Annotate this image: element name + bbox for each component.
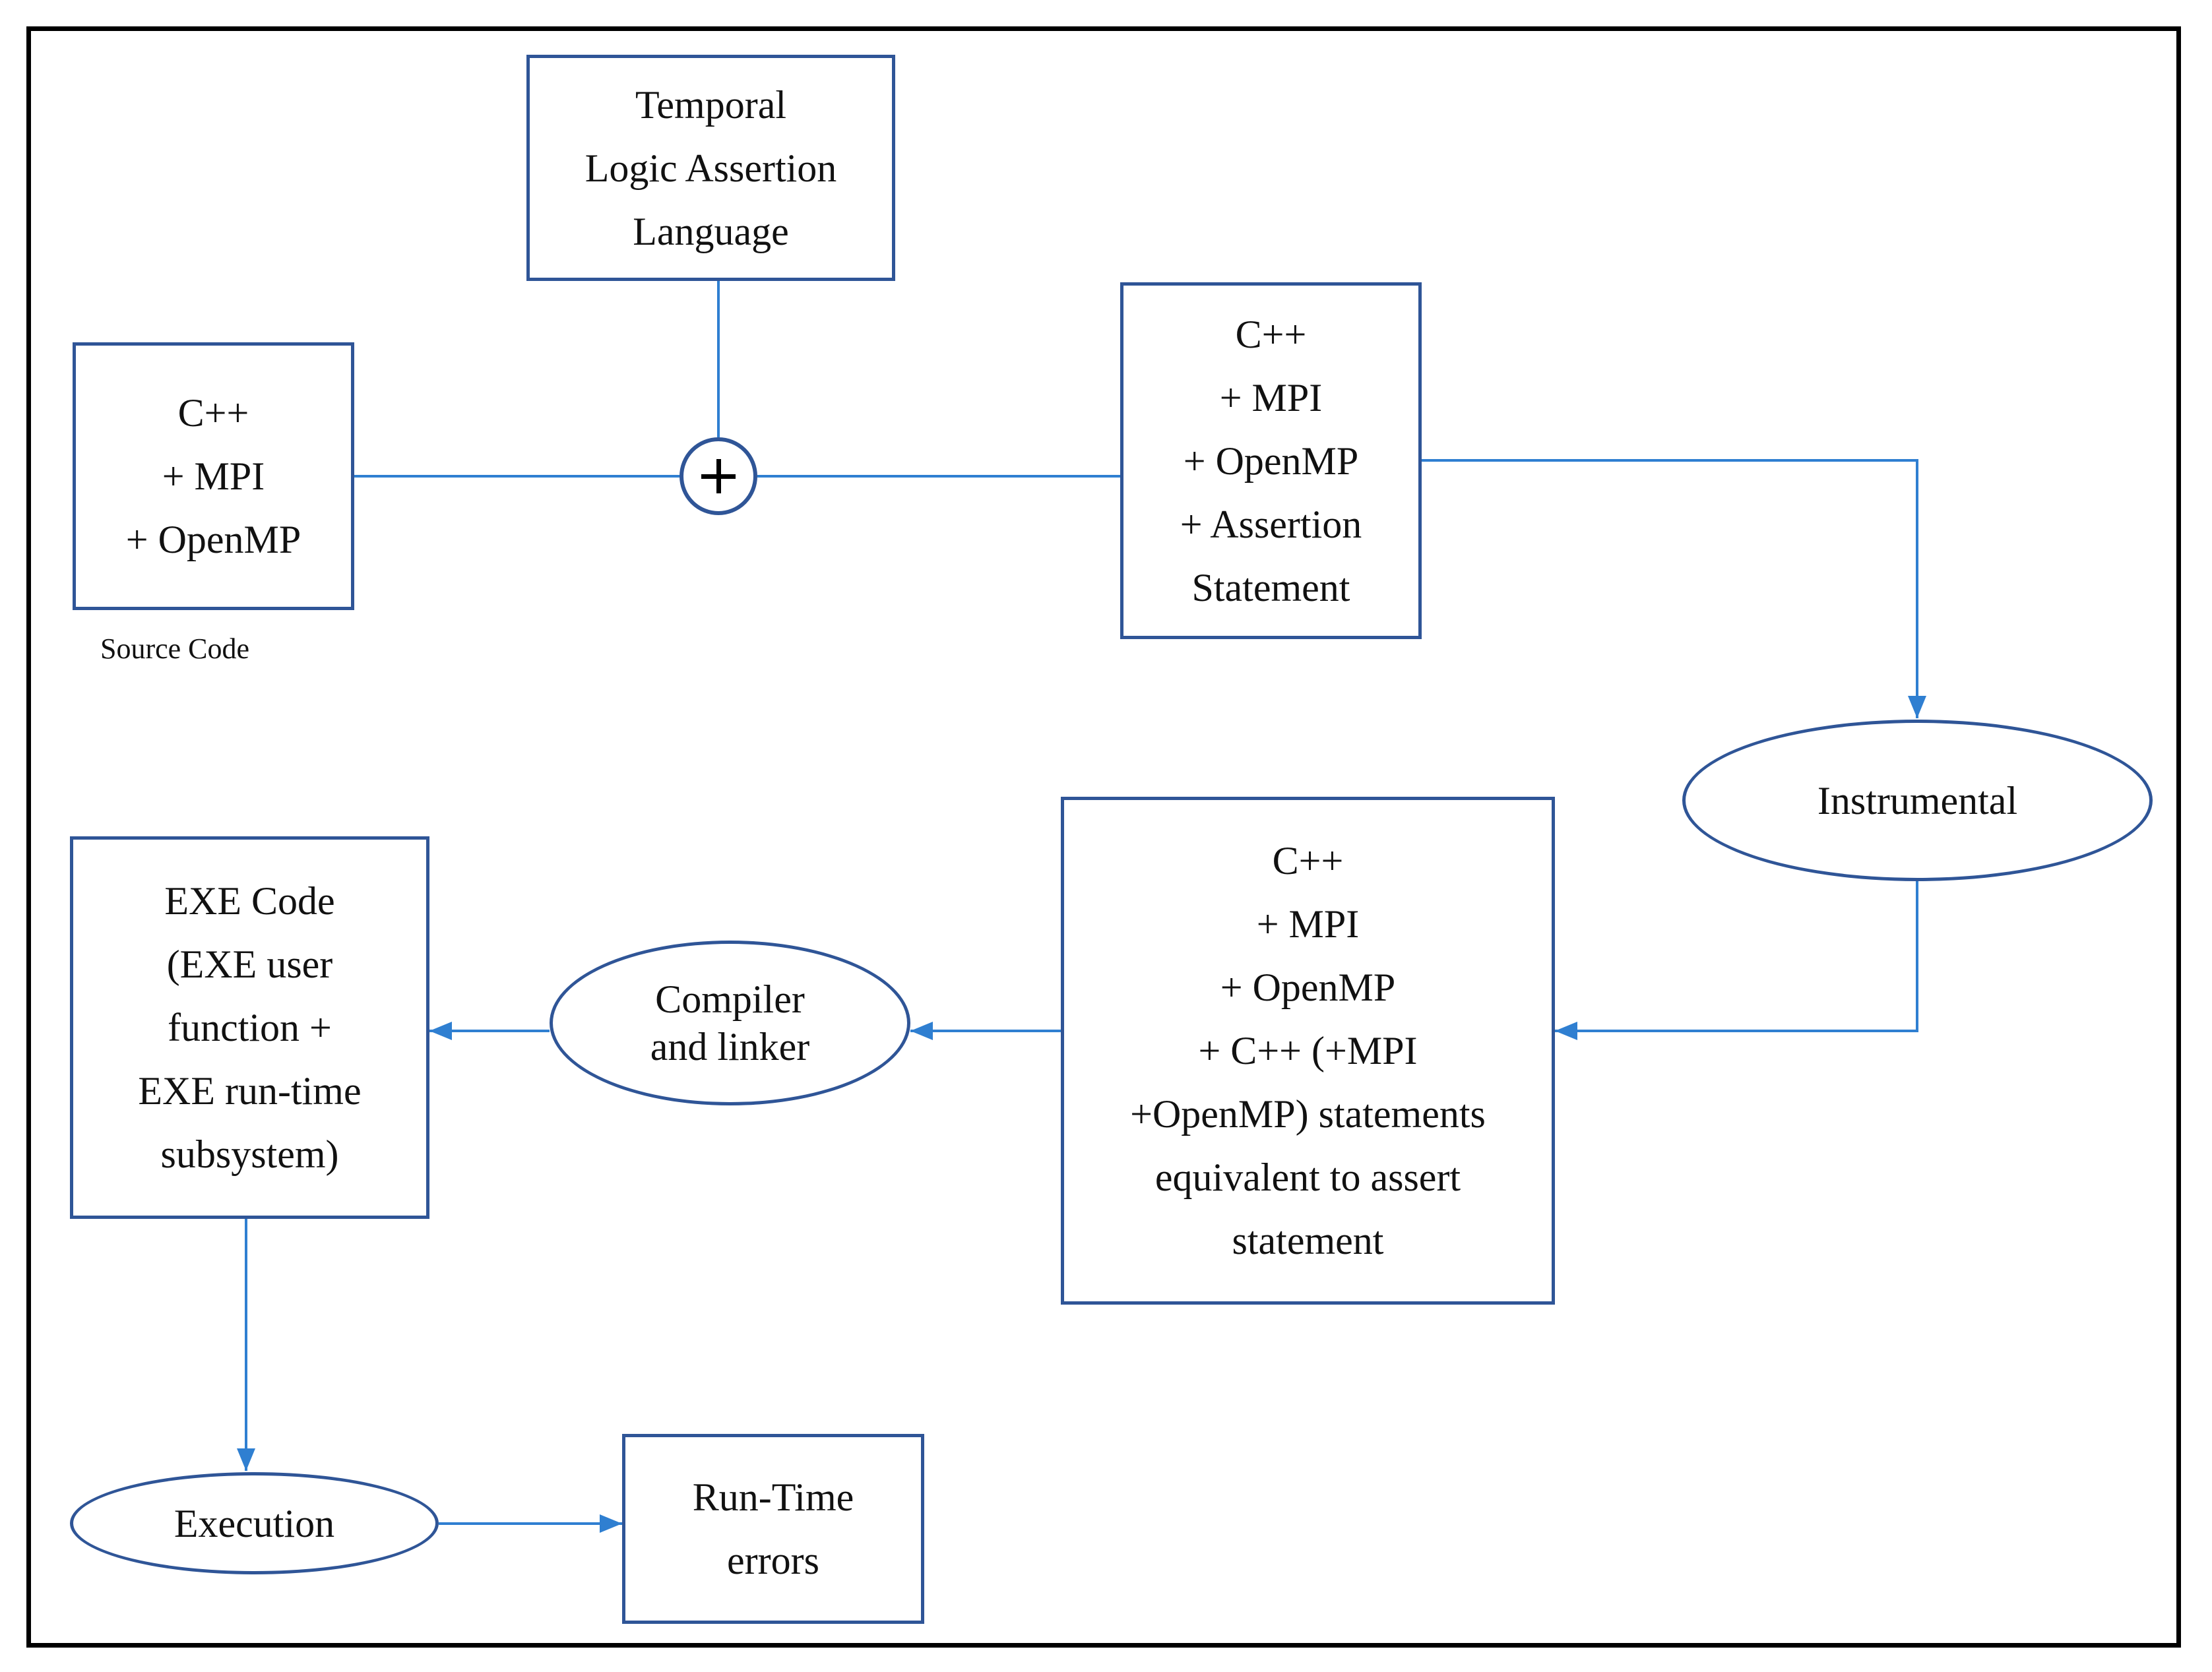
source-code-line-3: + OpenMP [125, 518, 301, 561]
source-code-line-1: C++ [177, 391, 249, 435]
instrumented-code-line-2: + MPI [1256, 902, 1360, 946]
temporal-logic-line-3: Language [633, 209, 789, 253]
temporal-logic-box: Temporal Logic Assertion Language [526, 55, 895, 281]
execution-process: Execution [70, 1472, 439, 1574]
instrumented-code-line-6: equivalent to assert [1154, 1156, 1461, 1199]
source-code-box: C++ + MPI + OpenMP [73, 342, 354, 610]
source-code-caption: Source Code [100, 633, 250, 665]
asserted-code-line-5: Statement [1191, 565, 1350, 609]
exe-code-box: EXE Code (EXE user function + EXE run-ti… [70, 836, 429, 1219]
instrumented-code-box: C++ + MPI + OpenMP + C++ (+MPI +OpenMP) … [1061, 797, 1555, 1305]
runtime-errors-line-2: errors [727, 1539, 819, 1582]
connector-asserted-to-instrumental [1422, 459, 1926, 718]
temporal-logic-line-2: Logic Assertion [585, 146, 837, 190]
asserted-code-box: C++ + MPI + OpenMP + Assertion Statement [1120, 282, 1422, 639]
runtime-errors-line-1: Run-Time [692, 1475, 854, 1519]
asserted-code-line-4: + Assertion [1180, 502, 1362, 546]
exe-code-line-5: subsystem) [160, 1132, 339, 1176]
exe-code-line-2: (EXE user [166, 943, 333, 986]
exe-code-line-1: EXE Code [164, 879, 335, 923]
execution-label: Execution [174, 1501, 335, 1545]
instrumental-label: Instrumental [1817, 778, 2018, 822]
source-code-line-2: + MPI [162, 454, 265, 498]
instrumented-code-line-5: +OpenMP) statements [1130, 1092, 1486, 1136]
connector-instrumental-to-code [1555, 881, 1918, 1040]
instrumented-code-line-3: + OpenMP [1220, 966, 1396, 1009]
compiler-line-2: and linker [650, 1025, 810, 1068]
compiler-linker-process: Compiler and linker [550, 941, 910, 1105]
plus-circle-icon [679, 437, 757, 515]
instrumented-code-line-7: statement [1232, 1219, 1384, 1262]
instrumented-code-line-4: + C++ (+MPI [1198, 1029, 1418, 1072]
asserted-code-line-3: + OpenMP [1183, 439, 1359, 483]
compiler-line-1: Compiler [655, 977, 805, 1021]
runtime-errors-box: Run-Time errors [622, 1434, 924, 1624]
diagram-frame [26, 26, 2181, 1648]
asserted-code-line-2: + MPI [1219, 375, 1323, 419]
instrumented-code-line-1: C++ [1272, 839, 1344, 882]
instrumental-process: Instrumental [1682, 720, 2153, 881]
exe-code-line-3: function + [168, 1006, 332, 1049]
asserted-code-line-1: C++ [1235, 312, 1307, 356]
exe-code-line-4: EXE run-time [138, 1069, 362, 1113]
temporal-logic-line-1: Temporal [635, 82, 787, 127]
